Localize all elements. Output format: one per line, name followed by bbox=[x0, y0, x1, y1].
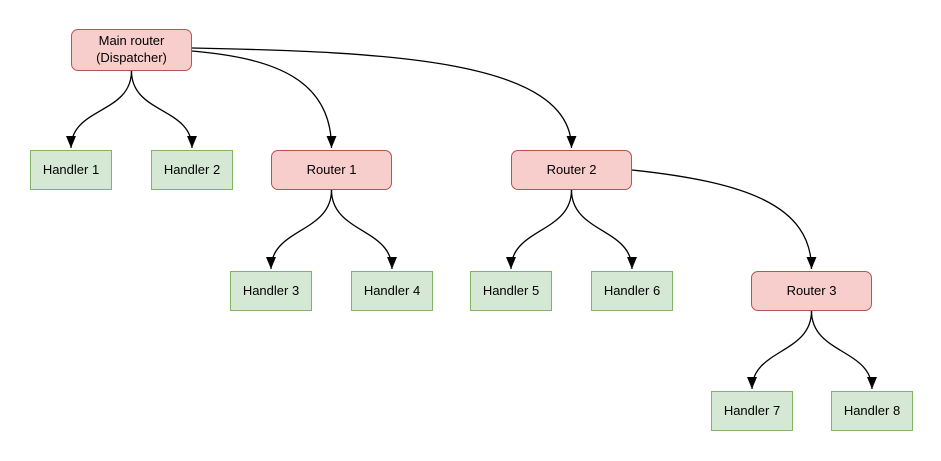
node-router-1: Router 1 bbox=[271, 150, 392, 190]
edge-main-router-to-router-1 bbox=[191, 50, 337, 149]
node-main-router: Main router (Dispatcher) bbox=[71, 29, 192, 71]
node-router-2: Router 2 bbox=[511, 150, 632, 190]
edge-router-3-to-handler-8 bbox=[810, 310, 877, 390]
edge-router-3-to-handler-7 bbox=[747, 310, 813, 390]
edge-main-router-to-handler-1 bbox=[66, 70, 133, 149]
edge-main-router-to-router-2 bbox=[191, 47, 577, 149]
node-label: Router 3 bbox=[786, 282, 837, 298]
node-label: Router 1 bbox=[306, 161, 357, 177]
edge-router-1-to-handler-4 bbox=[330, 189, 397, 270]
node-label: Handler 2 bbox=[163, 161, 221, 177]
edge-router-2-to-router-3 bbox=[631, 169, 817, 270]
node-label: Handler 5 bbox=[482, 282, 540, 298]
node-label: Handler 4 bbox=[363, 282, 421, 298]
node-label: Handler 1 bbox=[42, 161, 100, 177]
edge-router-2-to-handler-5 bbox=[506, 189, 573, 270]
node-handler-3: Handler 3 bbox=[230, 271, 312, 311]
edge-router-2-to-handler-6 bbox=[570, 189, 637, 270]
node-label: Router 2 bbox=[546, 161, 597, 177]
node-label: Handler 8 bbox=[843, 402, 901, 418]
edge-main-router-to-handler-2 bbox=[130, 70, 197, 149]
node-handler-5: Handler 5 bbox=[470, 271, 552, 311]
node-handler-8: Handler 8 bbox=[831, 391, 913, 431]
node-handler-2: Handler 2 bbox=[151, 150, 233, 190]
node-handler-7: Handler 7 bbox=[711, 391, 793, 431]
node-label: Handler 7 bbox=[723, 402, 781, 418]
node-handler-4: Handler 4 bbox=[351, 271, 433, 311]
node-label: Main router (Dispatcher) bbox=[96, 33, 167, 65]
node-handler-6: Handler 6 bbox=[591, 271, 673, 311]
edge-router-1-to-handler-3 bbox=[266, 189, 333, 270]
node-label: Handler 3 bbox=[242, 282, 300, 298]
node-handler-1: Handler 1 bbox=[30, 150, 112, 190]
node-label: Handler 6 bbox=[603, 282, 661, 298]
node-router-3: Router 3 bbox=[751, 271, 872, 311]
